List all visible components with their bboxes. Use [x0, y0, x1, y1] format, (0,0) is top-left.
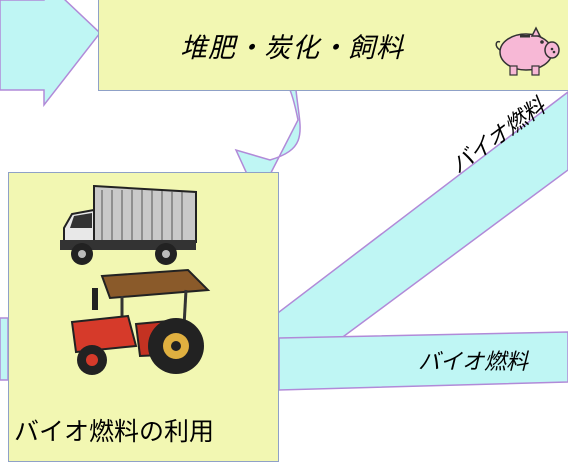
compost-label: 堆肥・炭化・飼料: [180, 33, 404, 64]
arrow-into-left-box: [0, 317, 9, 381]
arrow-into-top-box: [0, 0, 102, 108]
biofuel-use-caption: バイオ燃料の利用: [14, 417, 215, 446]
tractor-icon: [70, 268, 211, 375]
bottom-biofuel-label: バイオ燃料: [418, 350, 529, 375]
compost-box: [98, 0, 568, 91]
curved-flow-band: [234, 89, 301, 200]
piggy-bank-icon: [495, 26, 560, 76]
arrow-horizontal-biofuel: [278, 331, 568, 391]
truck-icon: [60, 184, 197, 265]
